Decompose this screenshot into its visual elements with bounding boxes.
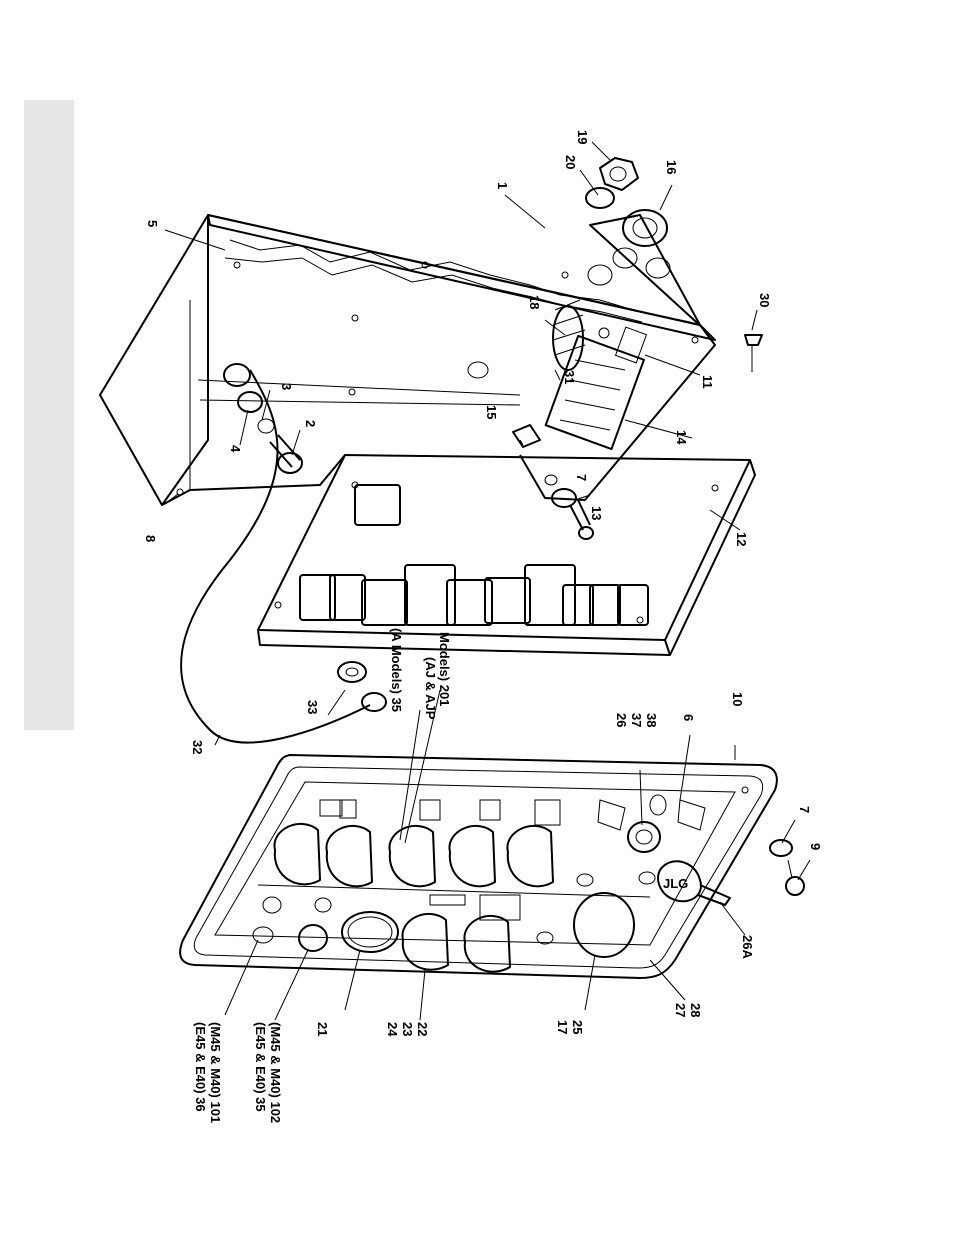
callout-26a: 26A: [740, 935, 755, 959]
callout-30: 30: [757, 293, 772, 307]
callout-27: 27: [673, 1003, 688, 1017]
callout-21: 21: [315, 1022, 330, 1036]
callout-16: 16: [664, 160, 679, 174]
callout-24: 24: [385, 1022, 400, 1037]
callout-26: 26: [614, 713, 629, 727]
control-panel: JLG: [180, 755, 804, 978]
callout-7a: 7: [574, 474, 589, 481]
callout-23: 23: [400, 1022, 415, 1036]
callout-32: 32: [190, 740, 205, 754]
callout-2: 2: [303, 420, 318, 427]
key-logo: JLG: [663, 876, 688, 891]
callout-e35-line1: (E45 & E40) 35: [253, 1022, 268, 1112]
callout-12: 12: [734, 532, 749, 546]
callout-7b: 7: [797, 806, 812, 813]
callout-aj-line2: Models) 201: [437, 632, 452, 706]
callout-1: 1: [495, 182, 510, 189]
callout-9: 9: [808, 843, 823, 850]
callout-6: 6: [681, 714, 696, 721]
circuit-board: [258, 455, 755, 655]
callout-11: 11: [700, 375, 715, 389]
callout-13: 13: [589, 506, 604, 520]
ground-wire: [181, 370, 370, 743]
callout-17: 17: [555, 1020, 570, 1034]
callout-8: 8: [143, 535, 158, 542]
callout-15: 15: [484, 405, 499, 419]
callout-14: 14: [674, 430, 689, 445]
callout-a-models: (A Models) 35: [389, 628, 404, 712]
callout-5: 5: [145, 220, 160, 227]
callout-22: 22: [415, 1022, 430, 1036]
control-box-enclosure: [100, 158, 762, 505]
callout-3: 3: [279, 383, 294, 390]
callout-18: 18: [527, 295, 542, 309]
callout-20: 20: [563, 155, 578, 169]
callout-19: 19: [575, 130, 590, 144]
callout-e35-line2: (M45 & M40) 102: [268, 1022, 283, 1123]
callout-38: 38: [644, 713, 659, 727]
callout-37: 37: [629, 713, 644, 727]
callout-31: 31: [562, 370, 577, 384]
callout-10: 10: [730, 692, 745, 706]
callout-25: 25: [570, 1020, 585, 1034]
callout-33: 33: [305, 700, 320, 714]
callout-28: 28: [688, 1003, 703, 1017]
callout-e36-line1: (E45 & E40) 36: [193, 1022, 208, 1112]
callout-e36-line2: (M45 & M40) 101: [208, 1022, 223, 1123]
callout-aj-line1: (AJ & AJP: [423, 657, 438, 720]
callout-4: 4: [228, 445, 243, 453]
